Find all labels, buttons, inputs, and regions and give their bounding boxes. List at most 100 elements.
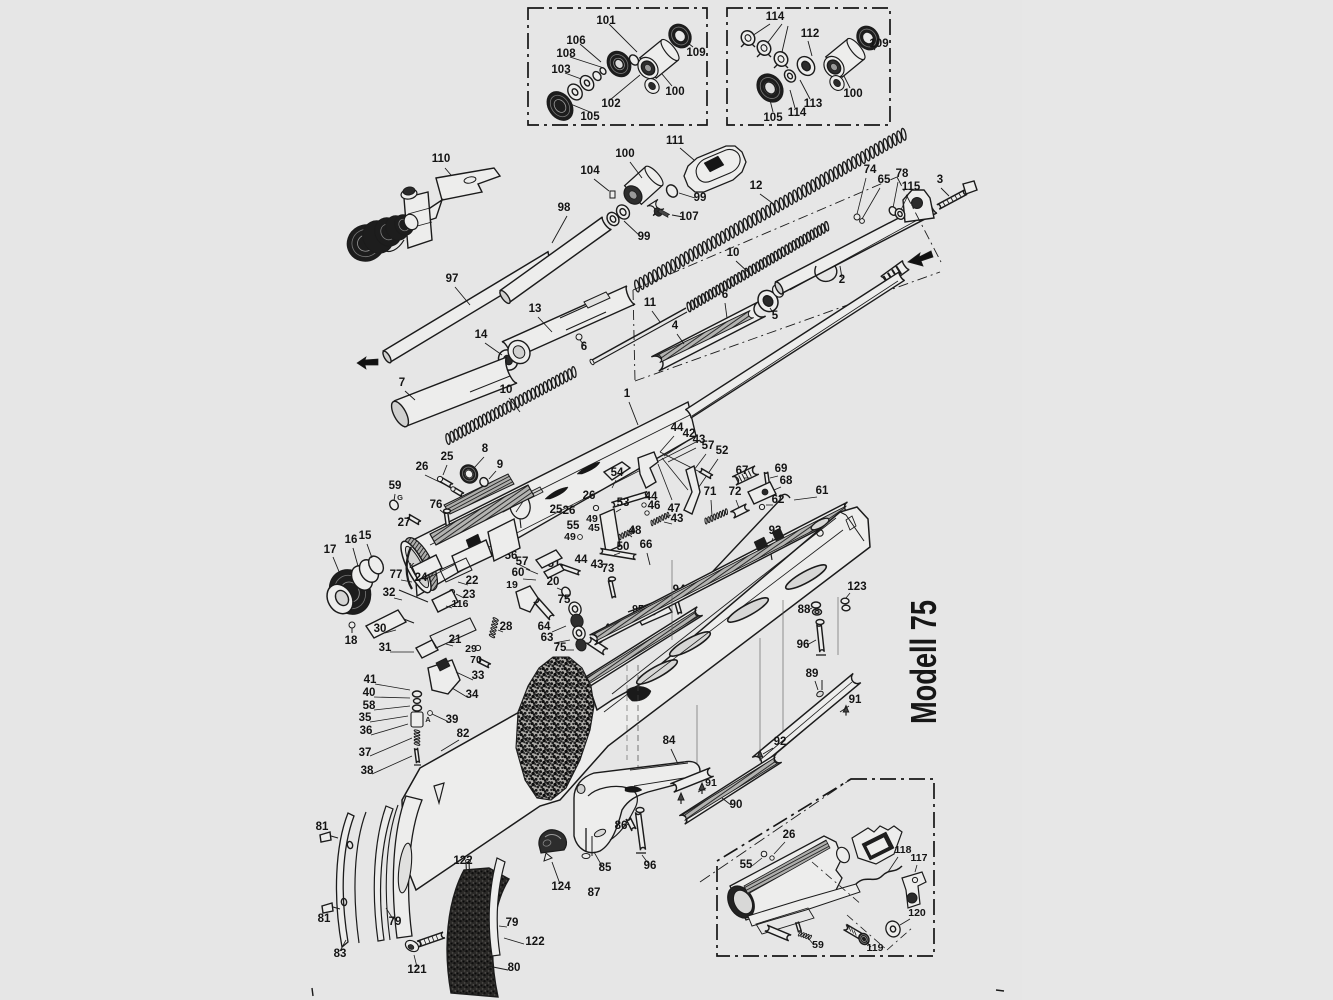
svg-text:107: 107 [679,211,698,223]
svg-text:80: 80 [508,962,521,974]
svg-text:52: 52 [716,445,729,457]
svg-text:49: 49 [586,513,598,525]
svg-text:7: 7 [399,377,405,389]
svg-text:G: G [397,493,403,502]
svg-text:72: 72 [729,486,742,498]
svg-text:119: 119 [867,942,884,954]
svg-text:16: 16 [345,534,358,546]
svg-text:8: 8 [482,443,489,455]
svg-text:4: 4 [672,320,679,332]
svg-text:10: 10 [727,247,740,259]
svg-text:110: 110 [432,153,451,165]
svg-text:25: 25 [550,504,563,516]
svg-text:99: 99 [694,192,707,204]
svg-text:95: 95 [632,603,644,615]
svg-text:105: 105 [580,111,600,123]
svg-text:2: 2 [839,274,845,286]
svg-text:60: 60 [512,567,525,579]
svg-text:26: 26 [563,505,576,517]
svg-text:34: 34 [466,689,479,701]
svg-text:68: 68 [780,475,793,487]
svg-text:97: 97 [446,273,459,285]
svg-text:75: 75 [558,594,571,606]
svg-text:Modell 75: Modell 75 [903,600,944,724]
svg-text:91: 91 [849,694,862,706]
svg-text:K: K [409,561,415,570]
svg-text:100: 100 [843,88,862,100]
svg-text:73: 73 [602,563,615,575]
svg-text:50: 50 [617,541,630,553]
svg-text:101: 101 [596,15,616,27]
svg-text:40: 40 [363,687,376,699]
svg-text:14: 14 [475,329,488,341]
svg-text:13: 13 [529,303,542,315]
svg-text:41: 41 [364,674,377,686]
svg-text:108: 108 [556,48,576,60]
svg-text:19: 19 [506,579,518,591]
svg-text:96: 96 [797,639,810,651]
svg-text:39: 39 [446,714,459,726]
svg-text:63: 63 [541,632,554,644]
svg-text:122: 122 [525,936,544,948]
svg-text:78: 78 [896,168,909,180]
svg-text:20: 20 [547,576,560,588]
svg-text:88: 88 [798,604,811,616]
svg-text:124: 124 [551,881,571,893]
svg-text:58: 58 [363,700,376,712]
svg-text:70: 70 [470,654,482,666]
svg-text:92: 92 [774,736,787,748]
svg-text:30: 30 [374,623,387,635]
svg-text:43: 43 [591,559,604,571]
svg-text:15: 15 [359,530,372,542]
svg-text:25: 25 [441,451,454,463]
svg-text:100: 100 [615,148,634,160]
svg-text:109: 109 [686,47,705,59]
svg-text:96: 96 [644,860,657,872]
svg-text:122: 122 [453,855,472,867]
svg-text:24: 24 [415,572,428,584]
svg-text:81: 81 [316,821,329,833]
svg-text:53: 53 [617,497,630,509]
svg-text:43: 43 [671,513,684,525]
svg-text:32: 32 [383,587,396,599]
svg-text:114: 114 [766,11,785,23]
svg-text:54: 54 [611,467,624,479]
svg-text:106: 106 [566,35,585,47]
svg-text:81: 81 [318,913,331,925]
svg-text:21: 21 [449,634,462,646]
svg-text:67: 67 [736,465,749,477]
svg-text:117: 117 [911,852,928,864]
svg-text:18: 18 [345,635,358,647]
svg-text:6: 6 [581,341,587,353]
svg-text:86: 86 [615,820,628,832]
svg-text:44: 44 [645,491,658,503]
svg-text:A: A [425,715,431,724]
svg-text:57: 57 [516,556,529,568]
svg-text:98: 98 [558,202,571,214]
svg-text:44: 44 [671,422,684,434]
svg-text:23: 23 [463,589,476,601]
svg-text:1: 1 [624,388,631,400]
svg-text:123: 123 [847,581,866,593]
svg-text:113: 113 [804,98,823,110]
svg-text:79: 79 [389,916,402,928]
svg-text:120: 120 [908,907,926,919]
svg-text:26: 26 [416,461,429,473]
svg-text:105: 105 [763,112,783,124]
svg-text:17: 17 [324,544,337,556]
svg-text:109: 109 [869,38,888,50]
svg-text:83: 83 [334,948,347,960]
svg-text:57: 57 [702,440,715,452]
svg-text:22: 22 [466,575,479,587]
svg-text:77: 77 [390,569,403,581]
svg-text:90: 90 [730,799,743,811]
svg-text:46: 46 [648,500,661,512]
svg-text:89: 89 [806,668,819,680]
svg-text:59: 59 [812,939,824,951]
svg-text:82: 82 [457,728,470,740]
svg-text:79: 79 [506,917,519,929]
svg-text:104: 104 [580,165,600,177]
svg-text:12: 12 [750,180,763,192]
svg-text:75: 75 [554,642,567,654]
svg-text:74: 74 [864,164,877,176]
